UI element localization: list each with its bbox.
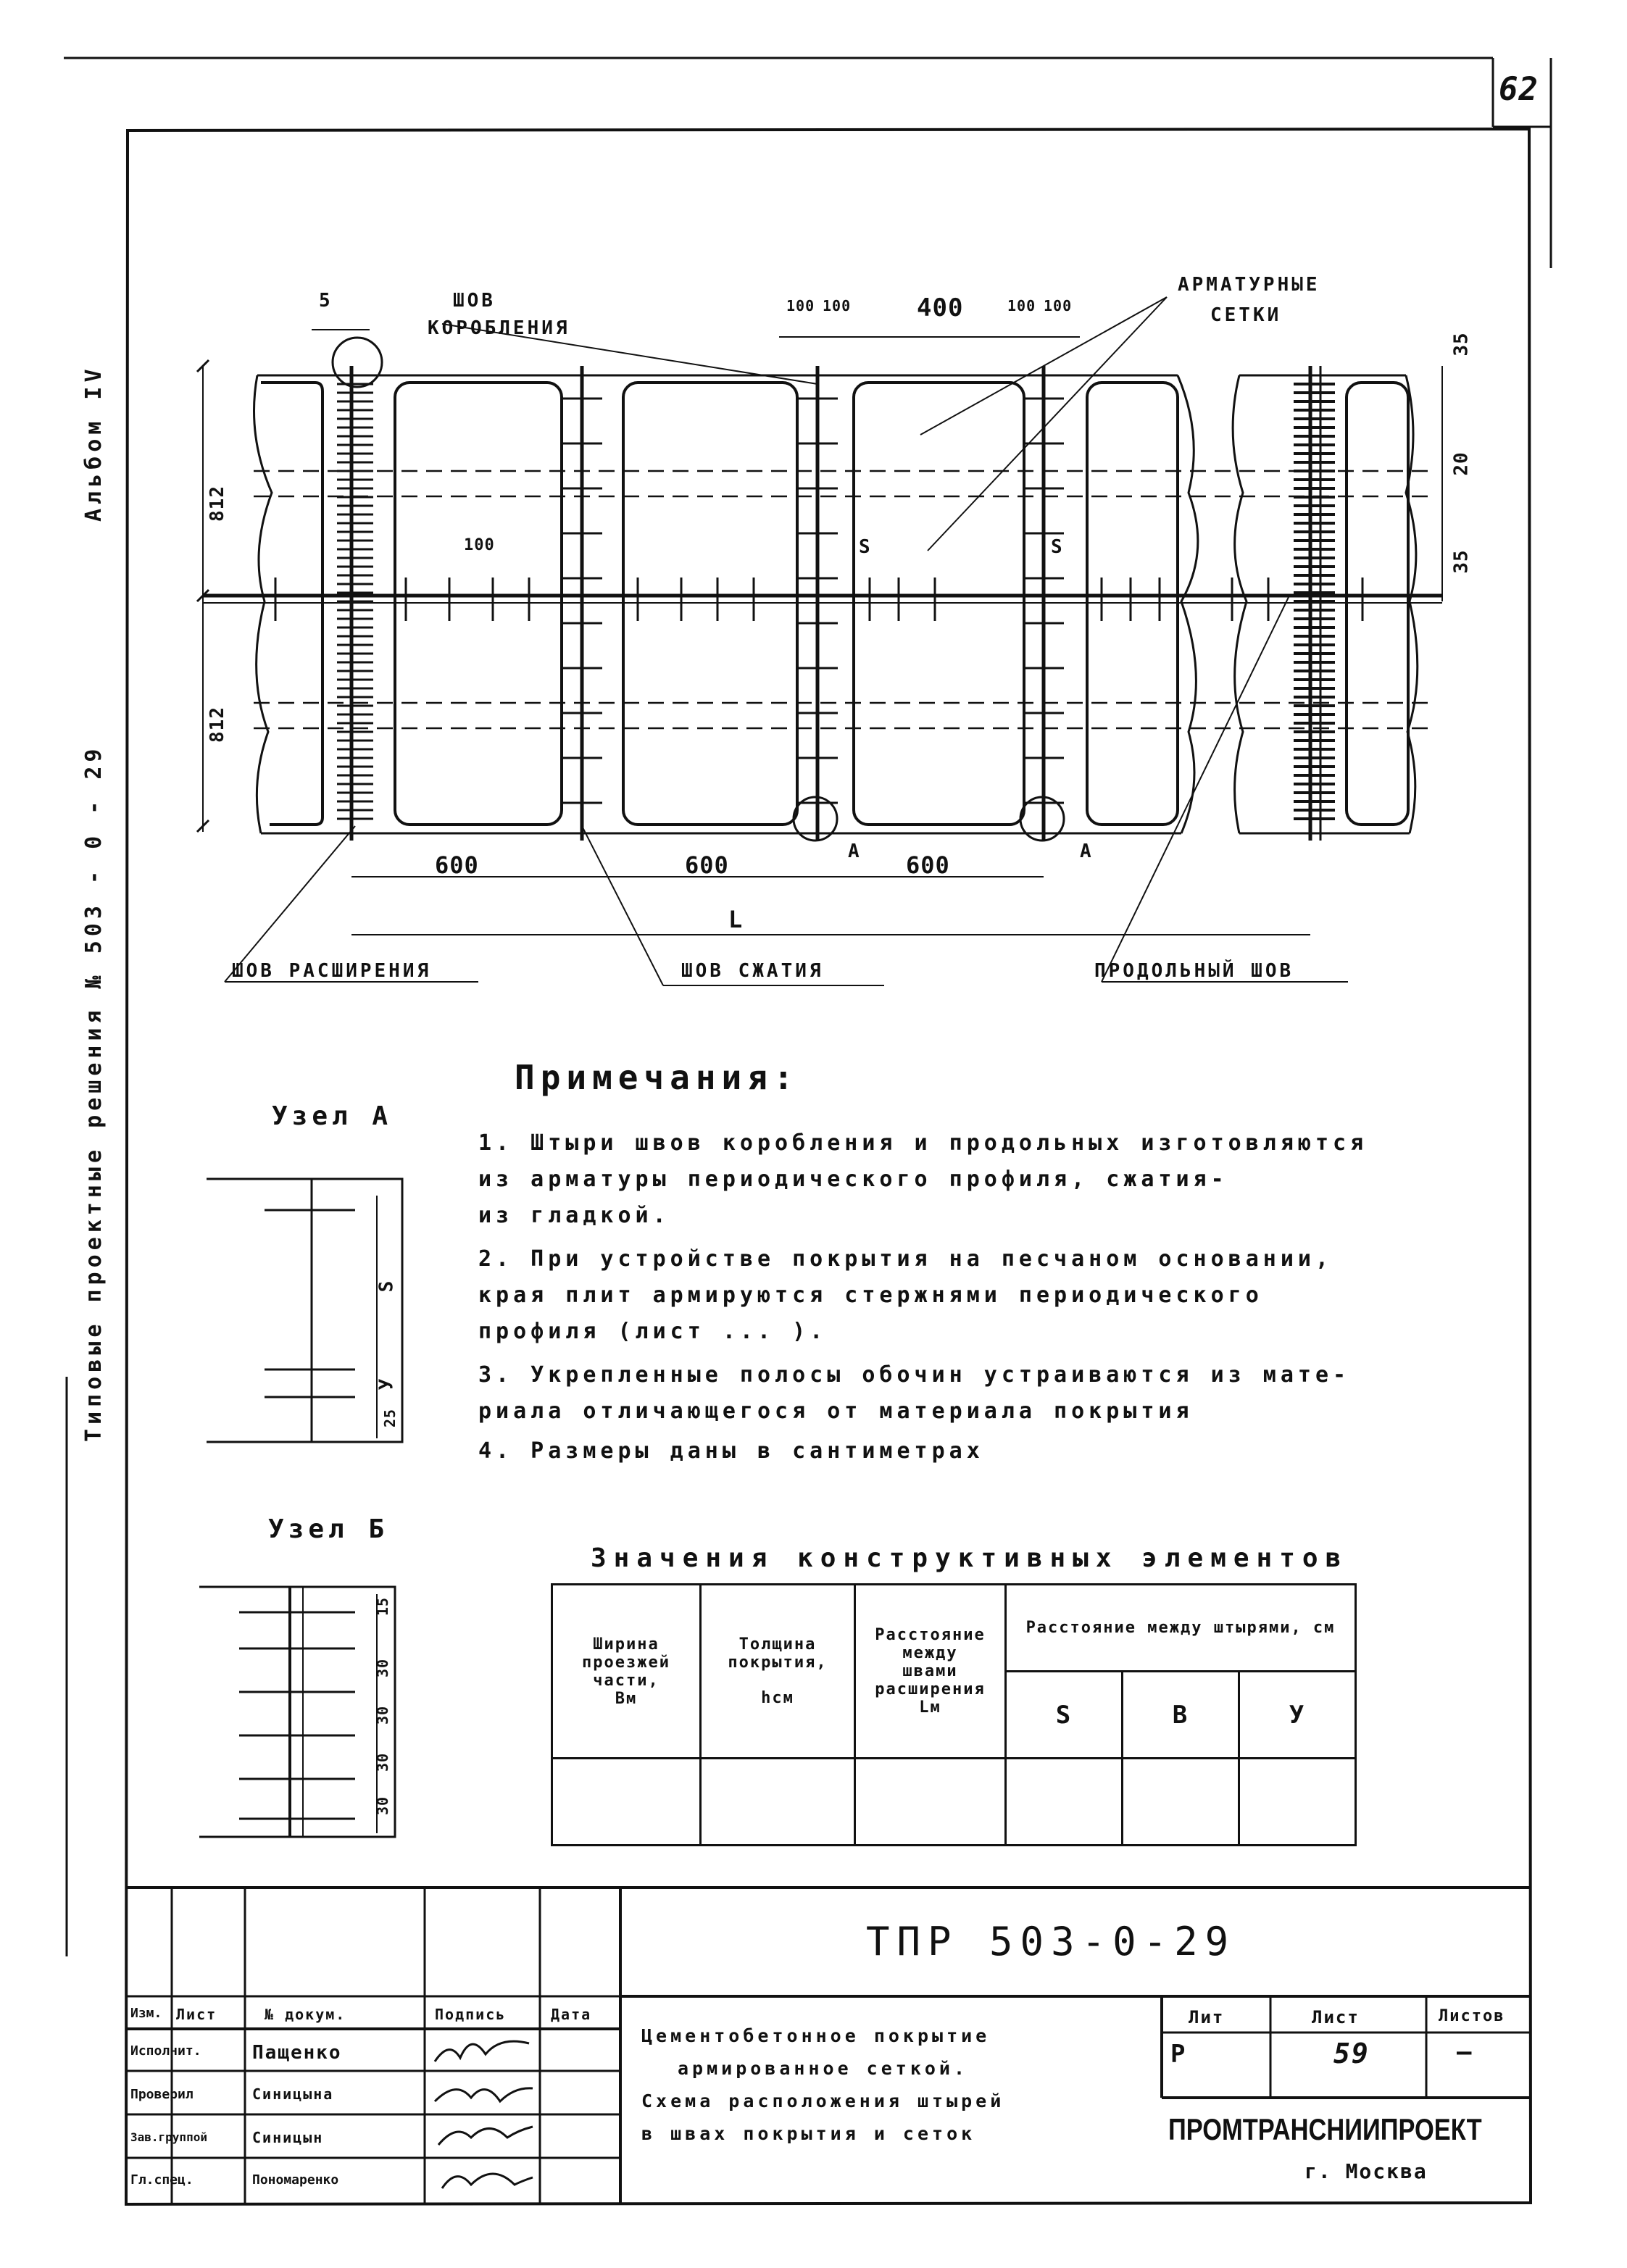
notes-title: Примечания: <box>515 1058 799 1097</box>
label-seam-warp-2: КОРОБЛЕНИЯ <box>428 317 570 339</box>
node-b-30: 30 <box>374 1658 392 1678</box>
dim-100-b: 100 <box>823 297 852 314</box>
dim-span-2: 600 <box>685 851 729 879</box>
tb-sheets-label: Листов <box>1439 2007 1505 2025</box>
signature-image <box>433 2040 530 2062</box>
dim-812-a: 812 <box>206 485 228 522</box>
tb-description: Схема расположения штырей <box>641 2090 1005 2111</box>
th-y: У <box>1237 1670 1357 1759</box>
signature-image <box>433 2087 533 2104</box>
tb-sheet-label: Лист <box>1312 2007 1360 2027</box>
tb-name: Синицын <box>252 2129 324 2146</box>
tb-name: Пономаренко <box>252 2172 339 2188</box>
node-a-25: 25 <box>381 1408 399 1428</box>
dim-100-d: 100 <box>1044 297 1073 314</box>
dim-5: 5 <box>319 290 331 312</box>
note-line: риала отличающегося от материала покрыти… <box>478 1398 1194 1424</box>
label-seam-longitudinal: ПРОДОЛЬНЫЙ ШОВ <box>1094 960 1294 982</box>
tb-sheets: — <box>1457 2038 1473 2067</box>
tb-role: Гл.спец. <box>130 2172 194 2188</box>
tb-description: армированное сеткой. <box>678 2058 969 2079</box>
label-seam-warp-1: ШОВ <box>453 290 496 312</box>
dim-35-a: 35 <box>1450 332 1473 357</box>
note-line: края плит армируются стержнями периодиче… <box>478 1283 1263 1308</box>
tb-head: Изм. <box>130 2006 162 2021</box>
note-line: профиля (лист ... ). <box>478 1319 828 1344</box>
signature-image <box>437 2125 533 2146</box>
note-line: из гладкой. <box>478 1203 670 1228</box>
th-s: S <box>1004 1670 1123 1759</box>
dim-pitch-100: 100 <box>464 536 495 554</box>
tb-role: Исполнит. <box>130 2043 201 2059</box>
label-seam-expansion: ШОВ РАСШИРЕНИЯ <box>232 960 432 982</box>
dim-100-c: 100 <box>1007 297 1036 314</box>
tb-description: в швах покрытия и сеток <box>641 2123 976 2144</box>
dim-s-1: S <box>859 536 871 558</box>
dim-20: 20 <box>1450 451 1473 476</box>
node-b-15: 15 <box>374 1596 392 1617</box>
node-b-title: Узел Б <box>268 1514 389 1544</box>
table-cell <box>1237 1757 1357 1846</box>
note-line: из арматуры периодического профиля, сжат… <box>478 1167 1228 1192</box>
table-cell <box>1004 1757 1123 1846</box>
signatures <box>433 2040 533 2189</box>
tb-head: Дата <box>551 2006 592 2023</box>
tb-city: г. Москва <box>1304 2159 1428 2183</box>
dim-400: 400 <box>917 293 964 322</box>
tb-name: Синицына <box>252 2085 334 2103</box>
tb-name: Пащенко <box>252 2042 342 2064</box>
signature-image <box>441 2172 533 2189</box>
dim-span-1: 600 <box>435 851 479 879</box>
node-a-s: S <box>375 1280 398 1293</box>
note-line: 4. Размеры даны в сантиметрах <box>478 1438 984 1464</box>
tb-organization: ПРОМТРАНСНИИПРОЕКТ <box>1168 2112 1482 2146</box>
table-cell <box>699 1757 856 1846</box>
node-b-30: 30 <box>374 1752 392 1772</box>
label-node-a-2: А <box>1080 841 1092 862</box>
tb-role: Зав.группой <box>130 2130 207 2144</box>
note-line: 2. При устройстве покрытия на песчаном о… <box>478 1246 1333 1272</box>
dim-total-l: L <box>728 906 744 933</box>
tb-head: № докум. <box>265 2006 346 2023</box>
side-album: Альбом IV <box>81 364 107 522</box>
table-cell <box>551 1757 702 1846</box>
node-b-30: 30 <box>374 1705 392 1725</box>
tb-sheet: 59 <box>1333 2038 1370 2069</box>
label-seam-compression: ШОВ СЖАТИЯ <box>681 960 824 982</box>
th-pins: Расстояние между штырями, см <box>1004 1583 1357 1672</box>
note-line: 3. Укрепленные полосы обочин устраиваютс… <box>478 1362 1351 1388</box>
note-line: 1. Штыри швов коробления и продольных из… <box>478 1130 1368 1156</box>
values-table-title: Значения конструктивных элементов <box>591 1543 1349 1573</box>
tb-lit-label: Лит <box>1189 2007 1225 2027</box>
dim-812-b: 812 <box>206 706 228 743</box>
tb-role: Проверил <box>130 2087 194 2102</box>
document-code: ТПР 503-0-29 <box>866 1919 1236 1964</box>
table-cell <box>854 1757 1007 1846</box>
dim-35-b: 35 <box>1450 549 1473 574</box>
tb-head: Лист <box>176 2006 217 2023</box>
node-b-30: 30 <box>374 1796 392 1816</box>
dim-s-2: S <box>1051 536 1063 558</box>
node-a-y: У <box>375 1377 398 1391</box>
label-mesh-2: СЕТКИ <box>1210 304 1282 326</box>
label-node-a-1: А <box>848 841 860 862</box>
th-b: В <box>1120 1670 1240 1759</box>
dim-span-3: 600 <box>906 851 950 879</box>
tb-description: Цементобетонное покрытие <box>641 2025 991 2046</box>
dim-100-a: 100 <box>786 297 815 314</box>
page-number: 62 <box>1499 71 1539 108</box>
node-a-title: Узел А <box>272 1101 393 1131</box>
tb-head: Подпись <box>435 2006 507 2023</box>
tb-lit: Р <box>1170 2040 1187 2069</box>
table-cell <box>1120 1757 1240 1846</box>
label-mesh-1: АРМАТУРНЫЕ <box>1178 274 1320 296</box>
side-title: Типовые проектные решения № 503 - 0 - 29 <box>81 744 107 1442</box>
